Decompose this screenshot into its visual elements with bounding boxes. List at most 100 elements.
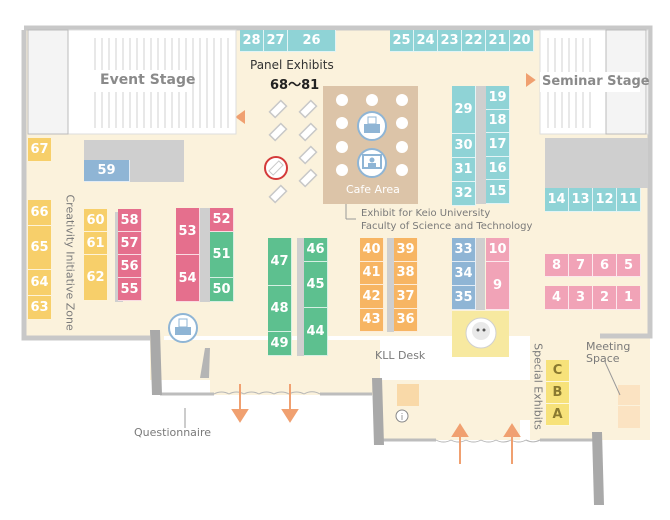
special-exhibits-label: Special Exhibits [531, 343, 545, 430]
robot-icon [452, 311, 509, 357]
booth-49[interactable]: 49 [268, 332, 292, 356]
booth-34[interactable]: 34 [452, 262, 476, 286]
questionnaire-label: Questionnaire [134, 426, 212, 439]
booth-A[interactable]: A [546, 404, 570, 426]
booth-32[interactable]: 32 [452, 182, 476, 206]
booth-41[interactable]: 41 [360, 261, 384, 285]
booth-13[interactable]: 13 [569, 188, 593, 212]
meeting-space-label-1: Meeting [586, 340, 631, 353]
booth-2[interactable]: 2 [593, 286, 617, 310]
booth-37[interactable]: 37 [394, 285, 418, 309]
keio-exhibit-label-2: Faculty of Science and Technology [361, 221, 533, 232]
keio-exhibit-label-1: Exhibit for Keio University [361, 208, 491, 219]
no-pen-icon [264, 156, 288, 180]
booth-16[interactable]: 16 [486, 156, 510, 181]
booth-29[interactable]: 29 [452, 86, 476, 134]
booth-15[interactable]: 15 [486, 180, 510, 204]
pillar-mid [372, 378, 384, 445]
pillar-left [150, 330, 162, 395]
booth-11[interactable]: 11 [617, 188, 641, 212]
booth-23[interactable]: 23 [438, 30, 462, 52]
booth-47[interactable]: 47 [268, 238, 292, 286]
booth-58[interactable]: 58 [118, 209, 142, 232]
booth-38[interactable]: 38 [394, 261, 418, 285]
booth-66[interactable]: 66 [28, 200, 52, 226]
booth-33[interactable]: 33 [452, 238, 476, 262]
booth-35[interactable]: 35 [452, 286, 476, 310]
meeting-space-seat-1 [618, 385, 640, 405]
svg-text:i: i [401, 413, 404, 423]
booth-8[interactable]: 8 [545, 254, 569, 277]
floor-area-lower-left [24, 330, 164, 340]
booth-21[interactable]: 21 [486, 30, 510, 52]
booth-30[interactable]: 30 [452, 134, 476, 158]
questionnaire-ballot-icon [168, 313, 198, 343]
booth-50[interactable]: 50 [210, 278, 234, 302]
seminar-stage-title: Seminar Stage [542, 74, 650, 89]
booth-26[interactable]: 26 [288, 30, 336, 52]
booth-53[interactable]: 53 [176, 208, 200, 255]
booth-14[interactable]: 14 [545, 188, 569, 212]
booth-C[interactable]: C [546, 360, 570, 382]
booth-64[interactable]: 64 [28, 270, 52, 296]
booth-62[interactable]: 62 [84, 255, 108, 301]
outer-wall-top [24, 25, 653, 339]
booth-27[interactable]: 27 [264, 30, 288, 52]
booth-19[interactable]: 19 [486, 86, 510, 110]
booth-10[interactable]: 10 [486, 238, 510, 262]
booth-36[interactable]: 36 [394, 308, 418, 332]
booth-12[interactable]: 12 [593, 188, 617, 212]
booth-51[interactable]: 51 [210, 232, 234, 278]
booth-60[interactable]: 60 [84, 209, 108, 232]
booth-22[interactable]: 22 [462, 30, 486, 52]
booth-4[interactable]: 4 [545, 286, 569, 310]
meeting-space-seat-2 [618, 406, 640, 428]
booth-44[interactable]: 44 [304, 308, 328, 356]
booth-9[interactable]: 9 [486, 262, 510, 310]
kll-desk-label: KLL Desk [375, 349, 426, 362]
booth-54[interactable]: 54 [176, 255, 200, 302]
booth-25[interactable]: 25 [390, 30, 414, 52]
booth-28[interactable]: 28 [240, 30, 264, 52]
booth-18[interactable]: 18 [486, 109, 510, 134]
fixture-gray-7 [387, 238, 395, 332]
booth-6[interactable]: 6 [593, 254, 617, 277]
booth-3[interactable]: 3 [569, 286, 593, 310]
booth-57[interactable]: 57 [118, 232, 142, 255]
pillar-right [592, 432, 604, 505]
booth-56[interactable]: 56 [118, 255, 142, 278]
cafe-area-label: Cafe Area [346, 183, 400, 196]
meeting-leader [604, 361, 621, 396]
booth-61[interactable]: 61 [84, 232, 108, 255]
booth-65[interactable]: 65 [28, 226, 52, 270]
kll-desk [397, 384, 419, 406]
booth-52[interactable]: 52 [210, 208, 234, 232]
meeting-space-label-2: Space [586, 352, 620, 365]
booth-67[interactable]: 67 [28, 138, 52, 162]
outer-wall [21, 30, 150, 341]
booth-24[interactable]: 24 [414, 30, 438, 52]
panel-exhibit-boards [268, 99, 318, 204]
booth-31[interactable]: 31 [452, 158, 476, 182]
booth-17[interactable]: 17 [486, 133, 510, 157]
booth-43[interactable]: 43 [360, 308, 384, 332]
fixture-gray-5 [200, 208, 210, 302]
booth-63[interactable]: 63 [28, 296, 52, 320]
booth-7[interactable]: 7 [569, 254, 593, 277]
pillar-small [200, 348, 210, 378]
creativity-zone-label: Creativity Initiative Zone [63, 194, 77, 331]
booth-42[interactable]: 42 [360, 285, 384, 309]
booth-40[interactable]: 40 [360, 238, 384, 262]
booth-46[interactable]: 46 [304, 238, 328, 262]
booth-1[interactable]: 1 [617, 286, 641, 310]
fixture-gray-1 [84, 140, 184, 160]
booth-B[interactable]: B [546, 382, 570, 404]
booth-45[interactable]: 45 [304, 262, 328, 308]
booth-20[interactable]: 20 [510, 30, 534, 52]
booth-55[interactable]: 55 [118, 278, 142, 301]
booth-59[interactable]: 59 [84, 160, 130, 182]
booth-48[interactable]: 48 [268, 286, 292, 332]
booth-5[interactable]: 5 [617, 254, 641, 277]
booth-39[interactable]: 39 [394, 238, 418, 262]
event-stage-platform [27, 29, 69, 135]
